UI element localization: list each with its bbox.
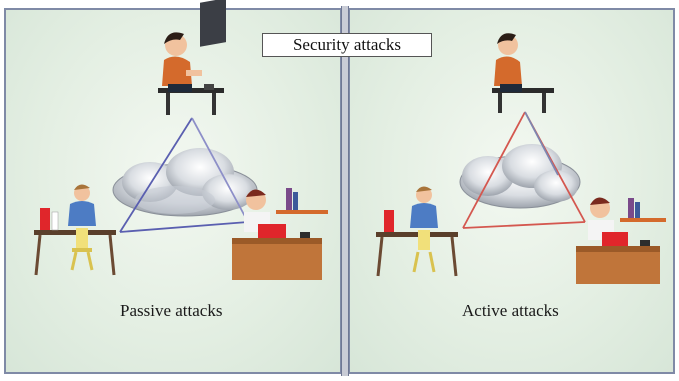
active-attacks-caption: Active attacks	[462, 301, 559, 320]
passive-attacks-caption: Passive attacks	[120, 301, 223, 320]
active-user-icon	[376, 186, 458, 277]
passive-cloud-icon	[112, 148, 258, 217]
diagram-title: Security attacks	[262, 33, 432, 57]
active-attacker-icon	[492, 33, 554, 113]
passive-attacker-icon	[158, 0, 226, 115]
active-receiver-icon	[576, 197, 666, 284]
passive-connection-lines	[119, 117, 249, 233]
passive-receiver-icon	[232, 188, 328, 280]
passive-user-icon	[34, 184, 116, 276]
active-connection-lines	[462, 111, 586, 229]
panel-divider	[341, 6, 349, 376]
